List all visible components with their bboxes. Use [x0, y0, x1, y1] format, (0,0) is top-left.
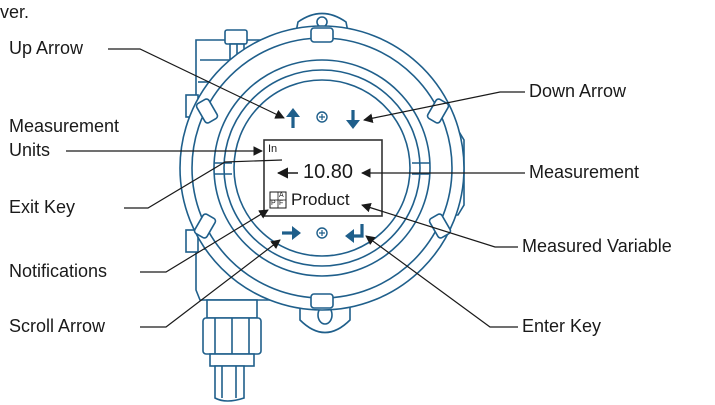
down-arrow-icon	[346, 110, 360, 129]
leader-lines	[66, 48, 525, 328]
conduit-fitting	[202, 299, 262, 402]
leader-measured-variable	[361, 203, 518, 248]
lcd-badge-bottom-right: F	[279, 200, 284, 207]
lcd-badge-bottom-left: P	[271, 200, 276, 207]
leader-notifications	[140, 209, 269, 273]
header-fragment: ver.	[0, 2, 30, 22]
lcd-value: 10.80	[303, 161, 354, 183]
lcd-status-badge	[269, 191, 287, 209]
label-notifications: Notifications	[9, 261, 108, 281]
label-up-arrow: Up Arrow	[9, 38, 84, 58]
label-measurement: Measurement	[529, 162, 640, 182]
leader-up-arrow	[108, 48, 285, 119]
leader-down-arrow	[363, 91, 525, 123]
leader-exit-key	[124, 159, 283, 209]
label-down-arrow: Down Arrow	[529, 81, 627, 101]
label-measurement-units-line1: Measurement	[9, 116, 120, 136]
enter-key-icon	[345, 224, 364, 243]
label-measured-variable: Measured Variable	[522, 236, 672, 256]
lcd-variable: Product	[291, 190, 350, 209]
lcd-badge-top: A	[279, 192, 284, 199]
screw-top-icon	[316, 111, 328, 123]
label-enter-key: Enter Key	[522, 316, 602, 336]
lcd-units: In	[268, 143, 278, 155]
leader-enter-key	[365, 235, 518, 328]
screw-bottom-icon	[316, 227, 328, 239]
label-scroll-arrow: Scroll Arrow	[9, 316, 106, 336]
label-exit-key: Exit Key	[9, 197, 76, 217]
scroll-arrow-icon	[282, 226, 301, 240]
leader-scroll-arrow	[140, 239, 281, 328]
label-measurement-units-line2: Units	[9, 140, 51, 160]
up-arrow-icon	[286, 108, 300, 128]
